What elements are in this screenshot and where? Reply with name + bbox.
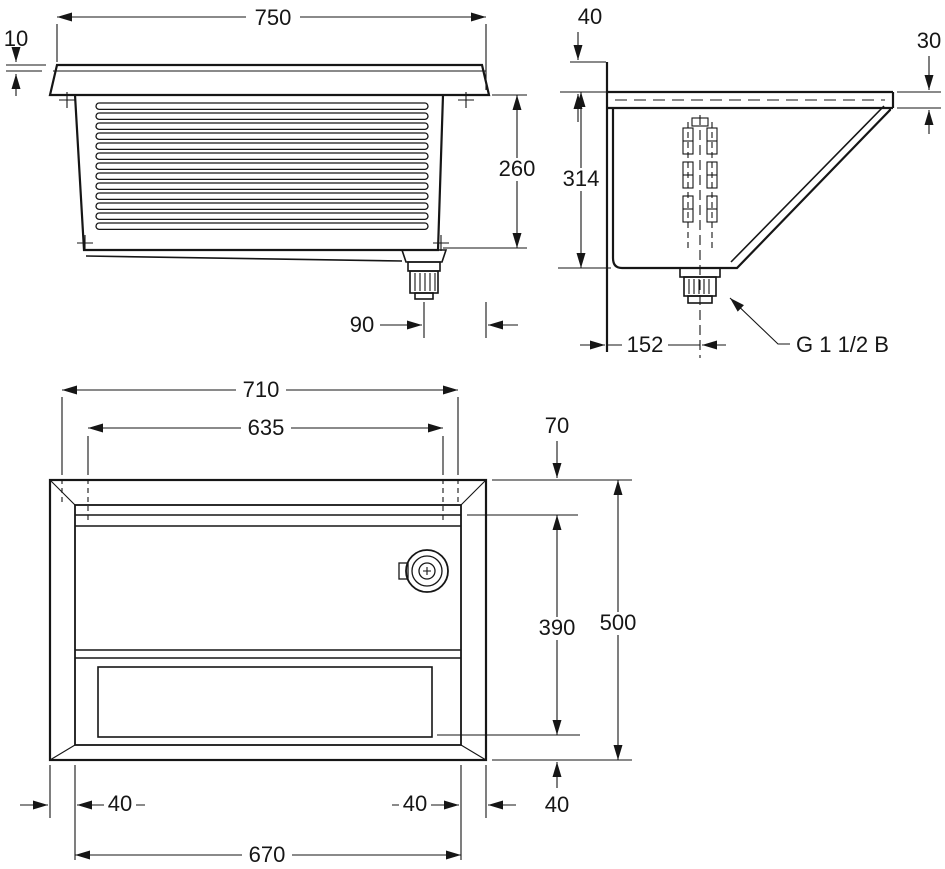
dim-plan-ledge-label: 70 xyxy=(545,413,569,438)
drain-thread-label: G 1 1/2 B xyxy=(796,332,889,357)
plan-view: 710 635 70 390 xyxy=(20,377,642,867)
dim-side-drain-wall-label: 152 xyxy=(627,332,664,357)
dim-front-lip-label: 10 xyxy=(4,26,28,51)
dim-plan-bowl-length-label: 390 xyxy=(539,615,576,640)
ledge-lines xyxy=(75,514,461,527)
rim-section xyxy=(607,90,895,110)
drain-fitting-front xyxy=(400,249,448,300)
dim-plan-bottom-margin-label: 40 xyxy=(545,792,569,817)
dim-side-top-offset-label: 40 xyxy=(578,4,602,29)
dim-front-depth-label: 260 xyxy=(499,156,536,181)
dim-plan-width-upper-label: 710 xyxy=(243,377,280,402)
dim-front-width-label: 750 xyxy=(255,5,292,30)
washboard-ribs-front xyxy=(95,102,429,231)
dim-side-rim-edge-label: 30 xyxy=(917,28,941,53)
drain-hardware xyxy=(682,117,718,252)
sink-body-front xyxy=(73,94,445,252)
sink-rim-front xyxy=(48,63,491,97)
dim-plan-margin-left-label: 40 xyxy=(108,791,132,816)
plan-outer-outline xyxy=(48,478,488,762)
basin-profile xyxy=(611,105,892,270)
dim-plan-width-inner-label: 635 xyxy=(248,415,285,440)
dim-plan-overall-depth-label: 500 xyxy=(600,610,637,635)
drain-outlet-side xyxy=(679,267,721,304)
dim-plan-margin-right-label: 40 xyxy=(403,791,427,816)
dim-front-drain-offset-label: 90 xyxy=(350,312,374,337)
side-view: 40 30 xyxy=(557,4,941,358)
plan-inner-outline xyxy=(74,504,462,746)
washboard-area-plan xyxy=(97,666,433,738)
mounting-marks xyxy=(59,92,474,251)
drain-plan xyxy=(398,549,449,593)
dim-side-mount-depth-label: 314 xyxy=(563,166,600,191)
bowl-front-lines xyxy=(75,649,461,659)
corner-miters xyxy=(49,479,487,761)
dim-plan-bottom-width-label: 670 xyxy=(249,842,286,867)
front-view: 750 10 xyxy=(4,5,540,338)
